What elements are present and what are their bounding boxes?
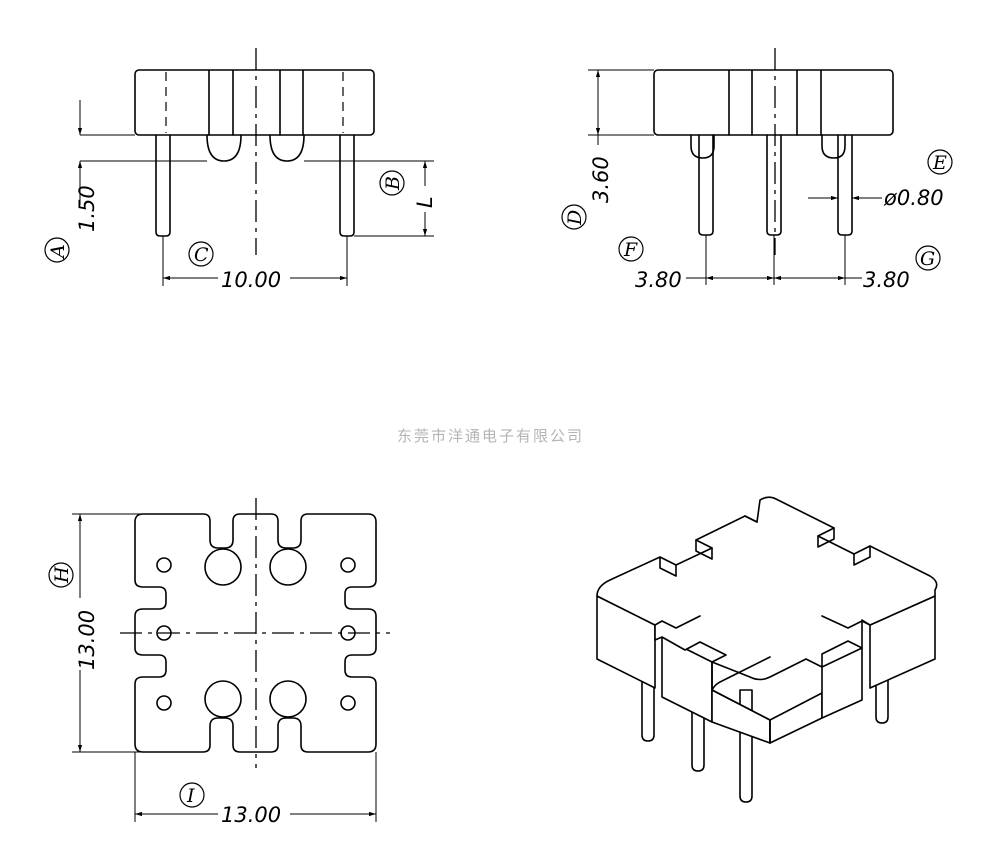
label-a-circle [44, 237, 70, 263]
label-b-circle [379, 170, 405, 196]
label-b: B [382, 176, 404, 191]
pitch-right-dim: 3.80 [863, 268, 910, 292]
label-h-circle [48, 562, 74, 588]
company-watermark: 东莞市洋通电子有限公司 [397, 427, 584, 445]
iso-top-face [596, 496, 938, 721]
label-e: E [932, 152, 947, 174]
label-g: G [920, 248, 935, 270]
side-body [653, 69, 894, 136]
pin-diameter-dim: ø0.80 [883, 186, 944, 210]
side-view: 3.60 D ø0.80 E 3.80 3.80 F G [561, 48, 953, 292]
side-height-dim: 3.60 [589, 156, 613, 203]
label-g-circle [915, 245, 941, 271]
front-view: 1.50 A L B 10.00 C [44, 48, 437, 292]
front-body [134, 69, 375, 136]
label-e-circle [927, 149, 953, 175]
pin-length-dim: L [413, 196, 437, 208]
label-i-circle [179, 782, 205, 808]
top-outline [134, 513, 377, 753]
label-a: A [47, 244, 69, 260]
top-view: 13.00 H 13.00 I [48, 498, 390, 827]
top-height-dim: 13.00 [75, 610, 99, 670]
label-h: H [51, 566, 73, 584]
label-d-circle [561, 204, 587, 230]
label-f-circle [618, 236, 644, 262]
front-width-dim: 10.00 [221, 268, 281, 292]
label-c: C [194, 244, 209, 266]
label-i: I [186, 785, 195, 807]
label-d: D [564, 210, 586, 226]
label-f: F [623, 239, 638, 261]
top-width-dim: 13.00 [221, 803, 281, 827]
pitch-left-dim: 3.80 [635, 268, 682, 292]
isometric-view [596, 496, 938, 803]
label-c-circle [188, 241, 214, 267]
front-height-dim: 1.50 [75, 185, 99, 232]
